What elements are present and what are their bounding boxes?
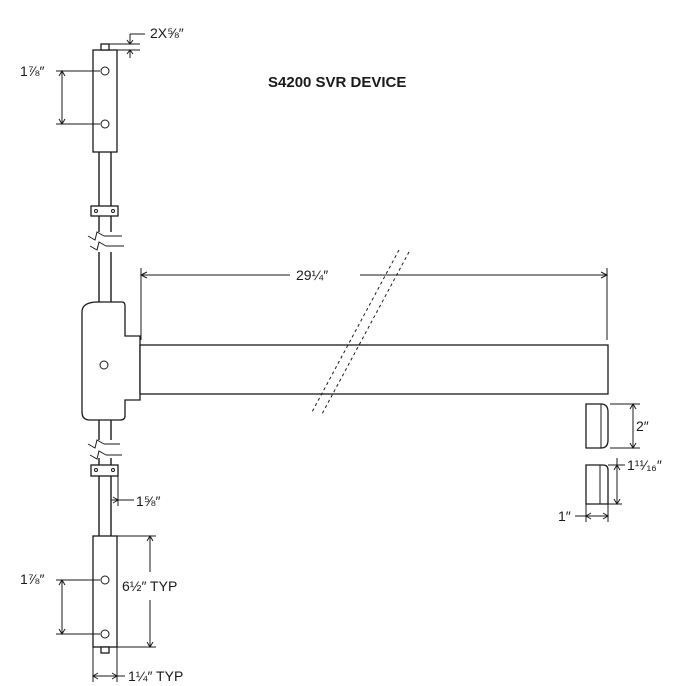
- bottom-latch-upper-hole: [100, 575, 110, 585]
- top-hole-spacing-label: 1⅞″: [20, 63, 44, 79]
- top-latch-housing: [92, 49, 118, 153]
- lower-rod-guide: [90, 464, 119, 477]
- bottom-latch-width-dimension: 1¼″ TYP: [92, 647, 183, 684]
- upper-rod-guide: [90, 205, 119, 217]
- lower-rod-break-icon: [87, 439, 122, 460]
- bar-length-dimension: 29¼″: [139, 267, 609, 340]
- upper-rod: [90, 152, 119, 302]
- top-latch-lower-hole: [100, 119, 110, 129]
- bottom-latch-housing: [92, 535, 118, 648]
- bottom-latch-width-label: 1¼″ TYP: [128, 668, 183, 684]
- rod-offset-label: 1⅝″: [136, 493, 160, 509]
- end-cap-front-view: [585, 464, 609, 505]
- bar-break-line-right: [321, 251, 410, 415]
- bottom-hole-spacing-dimension: 1⅞″: [20, 571, 100, 635]
- page-title: S4200 SVR DEVICE: [268, 74, 406, 91]
- top-latch-upper-hole: [100, 66, 110, 76]
- pad-height-label: 2″: [636, 418, 649, 434]
- bottom-hole-spacing-label: 1⅞″: [20, 571, 44, 587]
- pad-height-dimension: 2″: [610, 403, 649, 449]
- pad-width-label: 1″: [558, 508, 571, 524]
- bottom-latch-height-label: 6½″ TYP: [122, 578, 177, 594]
- bottom-latch-lower-hole: [100, 629, 110, 639]
- pad-depth-label: 1¹¹⁄₁₆″: [627, 457, 662, 473]
- top-pin-dimension: 2X⅝″: [109, 25, 184, 58]
- top-latch-pin: [100, 43, 110, 51]
- pad-width-dimension: 1″: [558, 504, 609, 524]
- lower-rod: [90, 420, 119, 536]
- top-pin-dimension-label: 2X⅝″: [150, 25, 184, 41]
- end-cap-side-view: [585, 403, 609, 449]
- bar-break-line-left: [311, 249, 400, 413]
- center-case-hole: [99, 360, 109, 370]
- bottom-latch-height-dimension: 6½″ TYP: [117, 535, 177, 648]
- bottom-latch-pin: [100, 646, 110, 654]
- center-case: [81, 301, 141, 421]
- upper-rod-break-icon: [87, 231, 124, 251]
- rod-offset-dimension: 1⅝″: [111, 476, 160, 509]
- pad-depth-dimension: 1¹¹⁄₁₆″: [608, 457, 662, 505]
- top-hole-spacing-dimension: 1⅞″: [20, 63, 100, 125]
- bar-length-label: 29¼″: [296, 267, 328, 283]
- push-bar: [139, 344, 609, 395]
